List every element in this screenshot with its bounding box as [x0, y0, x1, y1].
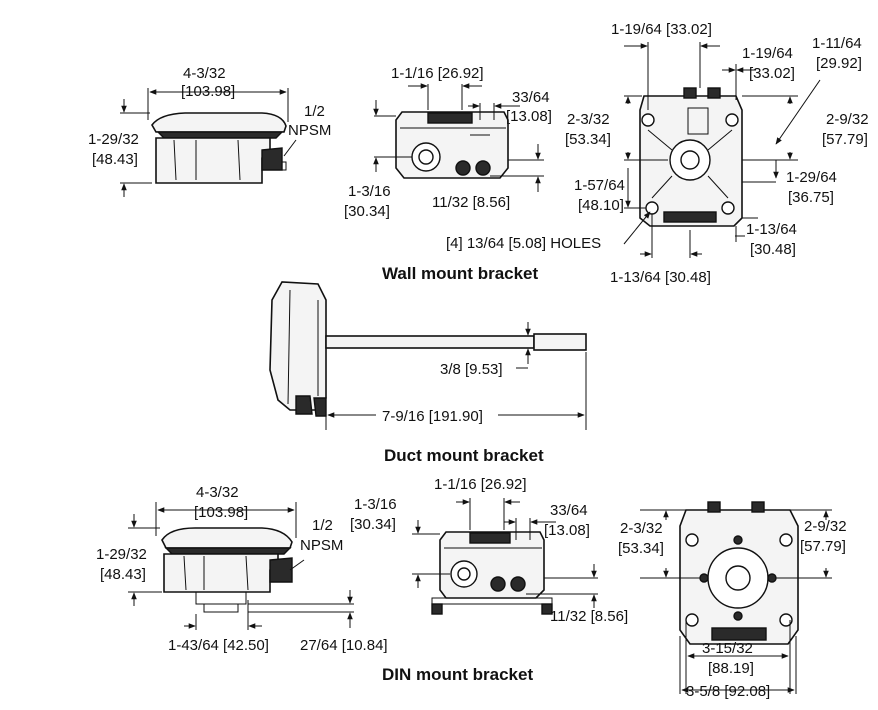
wall-front-view: [395, 111, 509, 179]
wall-section-title: Wall mount bracket: [382, 264, 539, 283]
wall-back-mid-r-label: 1-29/64: [786, 169, 837, 186]
duct-probe-dia-label: 3/8 [9.53]: [440, 361, 503, 378]
wall-back-right-h-label: 2-9/32: [826, 111, 869, 128]
duct-length-label: 7-9/16 [191.90]: [382, 408, 483, 425]
din-side-view: [161, 527, 293, 613]
din-back-w1-label: 3-15/32: [702, 640, 753, 657]
wall-side-npsm-size-label: 1/2: [304, 103, 325, 120]
wall-back-left-h-mm-label: [53.34]: [565, 131, 611, 148]
din-back-left-h-label: 2-3/32: [620, 520, 663, 537]
wall-front-dims: [373, 83, 544, 192]
wall-front-left-label: 1-3/16: [348, 183, 391, 200]
din-side-npsm-size-label: 1/2: [312, 517, 333, 534]
din-side-height-mm-label: [48.43]: [100, 566, 146, 583]
din-side-dims: [128, 502, 354, 630]
wall-back-corner-label: 1-11/64: [812, 35, 862, 52]
wall-back-top2-mm-label: [33.02]: [749, 65, 795, 82]
wall-side-width-mm-label: [103.98]: [181, 83, 235, 100]
din-front-right-label: 33/64: [550, 502, 588, 519]
din-side-width-mm-label: [103.98]: [194, 504, 248, 521]
wall-side-dims: [120, 88, 297, 197]
wall-back-holes-label: [4] 13/64 [5.08] HOLES: [446, 235, 601, 252]
din-back-view: [679, 501, 799, 645]
wall-back-bottom-label: 1-13/64 [30.48]: [610, 269, 711, 286]
din-side-width-label: 4-3/32: [196, 484, 239, 501]
wall-front-right-mm-label: [13.08]: [506, 108, 552, 125]
din-side-rail-h-label: 27/64 [10.84]: [300, 637, 388, 654]
wall-back-bot-r-mm-label: [30.48]: [750, 241, 796, 258]
wall-back-mid-l-mm-label: [48.10]: [578, 197, 624, 214]
wall-back-view: [639, 87, 743, 227]
wall-back-dims: [623, 42, 821, 258]
din-front-view: [431, 531, 553, 615]
duct-dims: [325, 322, 587, 430]
din-side-height-label: 1-29/32: [96, 546, 147, 563]
din-front-dims: [412, 498, 598, 608]
wall-front-bottom-label: 11/32 [8.56]: [432, 194, 510, 211]
wall-front-right-label: 33/64: [512, 89, 550, 106]
wall-back-top-label: 1-19/64 [33.02]: [611, 21, 712, 38]
din-front-left-label: 1-3/16: [354, 496, 397, 513]
din-front-left-mm-label: [30.34]: [350, 516, 396, 533]
din-back-right-h-mm-label: [57.79]: [800, 538, 846, 555]
din-back-left-h-mm-label: [53.34]: [618, 540, 664, 557]
din-side-rail-label: 1-43/64 [42.50]: [168, 637, 269, 654]
din-section-title: DIN mount bracket: [382, 665, 533, 684]
wall-back-mid-r-mm-label: [36.75]: [788, 189, 834, 206]
wall-side-height-label: 1-29/32: [88, 131, 139, 148]
wall-back-top2-label: 1-19/64: [742, 45, 793, 62]
wall-front-top-label: 1-1/16 [26.92]: [391, 65, 484, 82]
wall-side-npsm-label: NPSM: [288, 122, 331, 139]
din-back-dims: [640, 509, 832, 694]
din-back-right-h-label: 2-9/32: [804, 518, 847, 535]
din-side-npsm-label: NPSM: [300, 537, 343, 554]
wall-back-right-h-mm-label: [57.79]: [822, 131, 868, 148]
duct-view: [269, 281, 587, 417]
din-front-right-mm-label: [13.08]: [544, 522, 590, 539]
din-back-w1-mm-label: [88.19]: [708, 660, 754, 677]
duct-section-title: Duct mount bracket: [384, 446, 544, 465]
wall-side-width-label: 4-3/32: [183, 65, 226, 82]
din-back-w2-label: 3-5/8 [92.08]: [686, 683, 770, 700]
din-front-top-label: 1-1/16 [26.92]: [434, 476, 527, 493]
wall-back-bot-r-label: 1-13/64: [746, 221, 797, 238]
wall-side-height-mm-label: [48.43]: [92, 151, 138, 168]
wall-side-view: [151, 112, 287, 184]
wall-back-corner-mm-label: [29.92]: [816, 55, 862, 72]
wall-back-left-h-label: 2-3/32: [567, 111, 610, 128]
din-front-bottom-label: 11/32 [8.56]: [550, 608, 628, 625]
wall-front-left-mm-label: [30.34]: [344, 203, 390, 220]
wall-back-mid-l-label: 1-57/64: [574, 177, 625, 194]
